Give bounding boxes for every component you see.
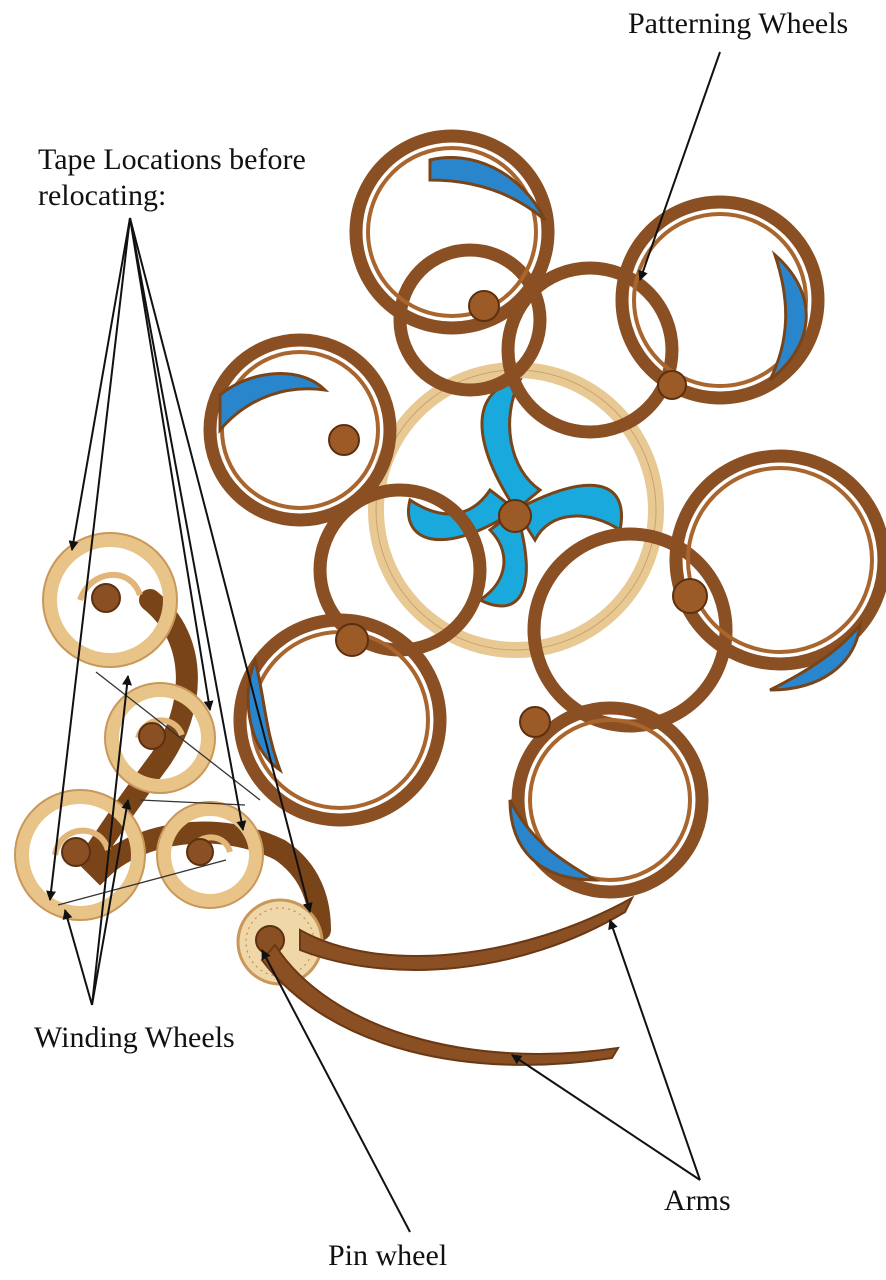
label-tape-locations: Tape Locations before relocating:	[38, 142, 338, 214]
label-arms: Arms	[664, 1183, 731, 1219]
label-winding-wheels: Winding Wheels	[34, 1020, 235, 1056]
central-blue-blades	[408, 380, 621, 606]
arm-upper	[300, 898, 632, 970]
patterning-wheels-assembly	[210, 136, 884, 892]
label-patterning-wheels: Patterning Wheels	[628, 6, 848, 42]
label-pin-wheel: Pin wheel	[328, 1238, 447, 1274]
winding-wheels-assembly	[15, 533, 320, 930]
